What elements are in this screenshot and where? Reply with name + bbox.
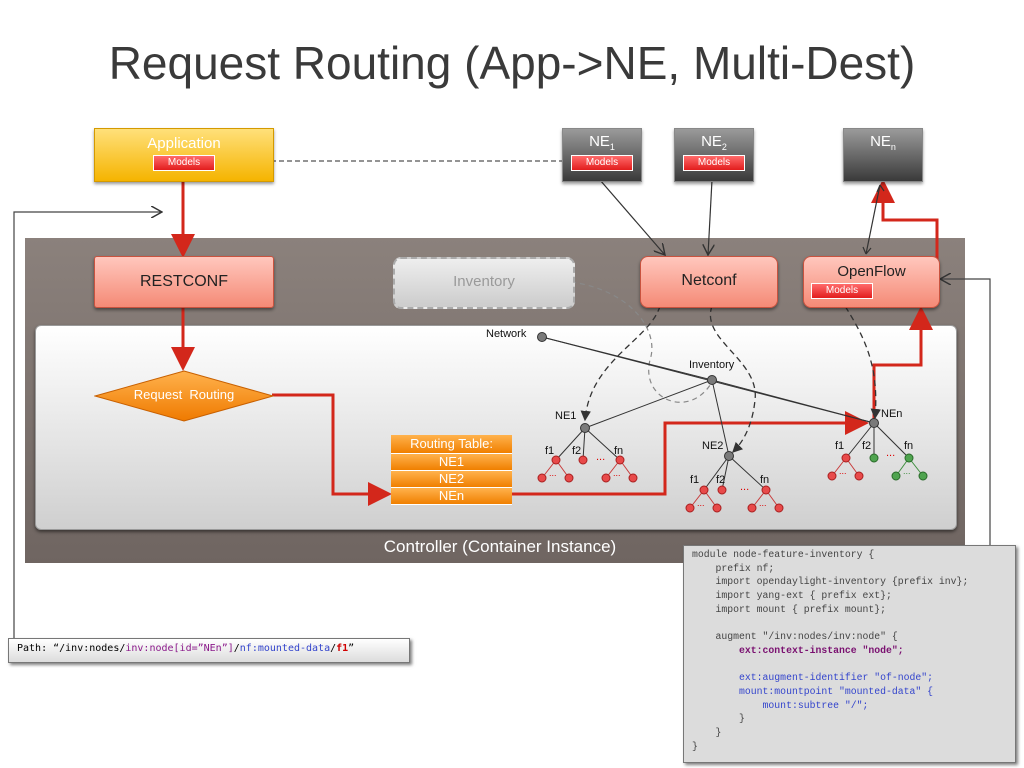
code-line — [692, 617, 1015, 631]
code-line: import opendaylight-inventory {prefix in… — [692, 576, 969, 588]
tree-label-fn: fn — [614, 445, 624, 457]
slide-title: Request Routing (App->NE, Multi-Dest) — [108, 37, 916, 89]
ne-n-subscript: n — [890, 142, 896, 152]
ne1-to-netconf-link — [599, 179, 665, 255]
tree-label-dots: ... — [549, 468, 557, 478]
code-line: module node-feature-inventory { — [692, 549, 875, 560]
ne1-label: NE — [589, 133, 610, 150]
tree-label-f1: f1 — [835, 440, 845, 452]
tree-label-dots: ... — [903, 466, 911, 476]
request-routing-diamond — [94, 370, 274, 422]
routing-table-row: NEn — [391, 488, 512, 505]
tree-label-f2: f2 — [716, 474, 726, 486]
code-line: ext:context-instance "node"; — [692, 644, 904, 656]
ne2-label: NE — [701, 133, 722, 150]
nen-node — [869, 418, 879, 428]
ne2-subscript: 2 — [721, 142, 727, 152]
tree-label-f2: f2 — [572, 445, 582, 457]
tree-label-nen: NEn — [881, 408, 903, 420]
nen-to-openflow-arrow — [872, 306, 933, 423]
tree-label-dots: ... — [740, 481, 750, 493]
tree-label-dots: ... — [613, 468, 621, 478]
path-prefix: Path: “/inv:nodes/ — [17, 643, 126, 654]
restconf-box: RESTCONF — [94, 256, 274, 308]
ne-n-box: NEn — [843, 128, 923, 182]
application-label: Application — [147, 135, 221, 152]
code-line: ext:augment-identifier "of-node"; — [692, 672, 934, 684]
code-line: import mount { prefix mount}; — [692, 603, 887, 615]
tree-label-ne1: NE1 — [555, 410, 577, 422]
routing-to-table-arrow — [272, 393, 392, 506]
ne-n-openflow-link — [865, 184, 881, 255]
inventory-box: Inventory — [393, 257, 575, 309]
code-line: import yang-ext { prefix ext}; — [692, 590, 892, 602]
network-node — [537, 332, 547, 342]
netconf-ne2-dashed-link — [709, 305, 756, 453]
ne2-box: NE2 Models — [674, 128, 754, 182]
routing-table-header: Routing Table: — [391, 435, 512, 454]
routing-table-row: NE1 — [391, 454, 512, 471]
controller-label: Controller (Container Instance) — [383, 537, 617, 556]
code-line — [692, 658, 1015, 672]
yang-code-box: module node-feature-inventory { prefix n… — [683, 545, 1016, 763]
tree-label-dots: ... — [697, 498, 705, 508]
tree-label-dots: ... — [886, 447, 896, 459]
tree-label-dots: ... — [839, 466, 847, 476]
code-line: prefix nf; — [692, 562, 775, 574]
path-node: inv:node[id=”NEn”] — [125, 643, 234, 654]
openflow-nen-dashed-link — [839, 297, 881, 420]
ne-n-label: NE — [870, 133, 891, 150]
tree-label-network: Network — [486, 328, 527, 340]
application-box: Application Models — [94, 128, 274, 182]
code-line: } — [692, 713, 745, 725]
tree-label-f2: f2 — [862, 440, 872, 452]
path-box: Path: “/inv:nodes/inv:node[id=”NEn”]/nf:… — [8, 638, 410, 663]
request-routing-label: Request Routing — [133, 387, 235, 402]
tree-label-f1: f1 — [545, 445, 555, 457]
path-f1: f1 — [336, 643, 349, 654]
path-bracket-line — [13, 212, 162, 638]
path-nf: nf:mounted-data — [239, 643, 331, 654]
tree-label-ne2: NE2 — [702, 440, 724, 452]
application-models-badge: Models — [153, 155, 215, 171]
ne1-subscript: 1 — [609, 142, 615, 152]
routing-table: Routing Table: NE1 NE2 NEn — [391, 435, 512, 505]
ne1-box: NE1 Models — [562, 128, 642, 182]
openflow-to-ne-n-arrow — [871, 179, 939, 262]
inventory-dashed-link — [570, 281, 713, 403]
tree-label-inventory: Inventory — [689, 359, 735, 371]
ne2-node — [724, 451, 734, 461]
netconf-ne1-dashed-link — [580, 305, 661, 422]
routing-table-row: NE2 — [391, 471, 512, 488]
ne1-node — [580, 423, 590, 433]
inventory-node — [707, 375, 717, 385]
ne1-models-badge: Models — [571, 155, 633, 171]
netconf-box: Netconf — [640, 256, 778, 308]
ne2-models-badge: Models — [683, 155, 745, 171]
path-slash2: / — [330, 643, 337, 654]
tree-label-fn: fn — [904, 440, 914, 452]
tree-label-f1: f1 — [690, 474, 700, 486]
code-bracket-line — [940, 279, 991, 545]
code-line: mount:mountpoint "mounted-data" { — [692, 686, 934, 698]
tree-label-dots: ... — [759, 498, 767, 508]
path-slash: / — [233, 643, 240, 654]
table-to-nen-arrow — [512, 411, 869, 496]
code-line: } — [692, 727, 722, 739]
ne2-to-netconf-link — [708, 179, 712, 255]
code-line: augment "/inv:nodes/inv:node" { — [692, 631, 898, 643]
openflow-models-badge: Models — [811, 283, 873, 299]
code-line: } — [692, 740, 698, 752]
code-line: mount:subtree "/"; — [692, 699, 869, 711]
openflow-box: OpenFlow Models — [803, 256, 940, 308]
tree-label-dots: ... — [596, 451, 606, 463]
path-close: ” — [348, 643, 355, 654]
tree-label-fn: fn — [760, 474, 770, 486]
openflow-label: OpenFlow — [837, 263, 906, 280]
